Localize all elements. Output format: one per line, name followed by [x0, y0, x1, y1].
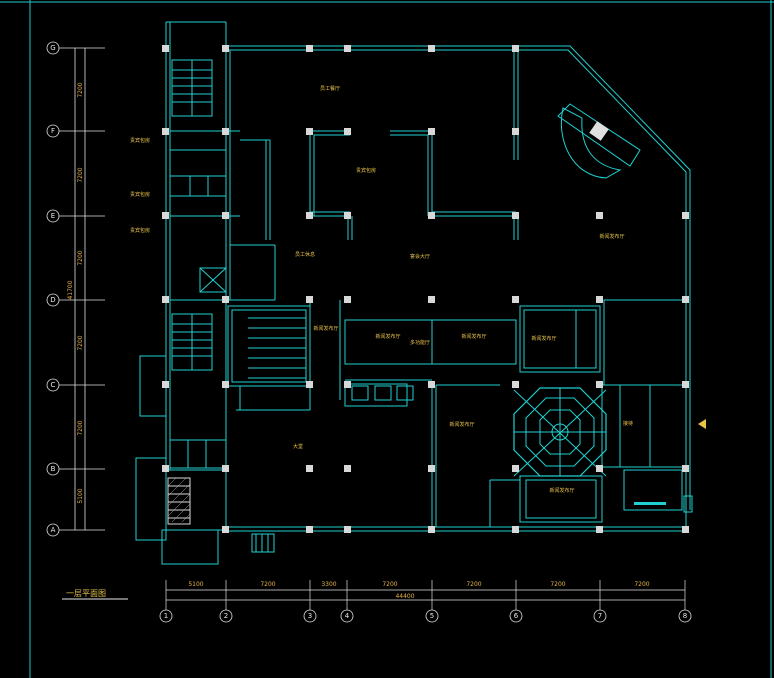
room-label: 宴会大厅 [410, 253, 430, 260]
row-dim-3: 7200 [77, 250, 84, 265]
room-label: 贵宾包房 [130, 227, 150, 234]
col-axis-label: 2 [224, 612, 228, 620]
room-label: 贵宾包房 [130, 191, 150, 198]
row-axis-label: A [51, 526, 56, 534]
row-dim-total: 41700 [67, 280, 74, 299]
room-label: 新闻发布厅 [449, 421, 474, 428]
row-axis-label: G [50, 44, 55, 52]
col-axis-label: 8 [683, 612, 687, 620]
hatch-pattern [167, 477, 191, 523]
row-axis-label: D [50, 296, 55, 304]
col-axis-label: 1 [164, 612, 168, 620]
room-label: 贵宾包房 [130, 137, 150, 144]
room-label: 新闻发布厅 [313, 325, 338, 332]
row-axis-G: G [46, 41, 105, 55]
room-labels: 员工餐厅 贵宾包房 贵宾包房 贵宾包房 贵宾包房 宴会大厅 员工休息 新闻发布厅… [130, 85, 633, 494]
drawing-title: 一层平面图 [66, 589, 106, 598]
row-dim-5: 7200 [77, 420, 84, 435]
row-axis-C: C [46, 378, 105, 392]
row-dim-6: 5100 [77, 488, 84, 503]
col-axis-label: 7 [598, 612, 602, 620]
col-dim-5: 7200 [466, 581, 481, 588]
room-label: 多功能厅 [410, 339, 430, 346]
row-axis-F: F [46, 124, 105, 138]
col-axis-8: 8 [678, 580, 692, 623]
room-label: 新闻发布厅 [375, 333, 400, 340]
col-dim-2: 7200 [260, 581, 275, 588]
room-label: 员工餐厅 [320, 85, 340, 92]
col-dim-1: 5100 [188, 581, 203, 588]
room-label: 新闻发布厅 [531, 335, 556, 342]
row-axis-A: A [46, 523, 105, 537]
row-axis-label: B [51, 465, 56, 473]
row-axis-B: B [46, 462, 105, 476]
col-axis-5: 5 [425, 580, 439, 623]
col-axis-7: 7 [593, 580, 607, 623]
col-axis-3: 3 [303, 580, 317, 623]
col-axis-label: 5 [430, 612, 434, 620]
structural-columns [162, 45, 689, 533]
room-label: 新闻发布厅 [549, 487, 574, 494]
row-axis-D: D [46, 293, 105, 307]
col-dim-4: 7200 [382, 581, 397, 588]
col-axis-label: 3 [308, 612, 312, 620]
row-dim-4: 7200 [77, 335, 84, 350]
room-label: 员工休息 [295, 251, 315, 258]
row-axis-E: E [46, 209, 105, 223]
room-label: 接待 [623, 420, 633, 427]
col-dim-7: 7200 [634, 581, 649, 588]
col-dimension-chain: 5100 7200 3300 7200 7200 7200 7200 44400 [166, 581, 685, 601]
col-dim-6: 7200 [550, 581, 565, 588]
col-axis-1: 1 [159, 580, 173, 623]
row-axis-label: F [51, 127, 55, 135]
row-dim-2: 7200 [77, 167, 84, 182]
row-dim-1: 7200 [77, 82, 84, 97]
row-axis-label: E [51, 212, 55, 220]
col-axis-label: 4 [345, 612, 350, 620]
building-walls [135, 21, 706, 565]
room-label: 贵宾包房 [356, 167, 376, 174]
col-axis-label: 6 [514, 612, 519, 620]
row-dimension-chain: 7200 7200 7200 7200 7200 5100 41700 [67, 48, 86, 530]
room-label: 新闻发布厅 [461, 333, 486, 340]
col-dim-total: 44400 [395, 593, 414, 600]
col-dim-3: 3300 [321, 581, 336, 588]
room-label: 大堂 [293, 443, 303, 450]
col-axis-6: 6 [509, 580, 523, 623]
col-axis-2: 2 [219, 580, 233, 623]
row-axis-label: C [51, 381, 56, 389]
col-axis-4: 4 [340, 580, 354, 623]
counter-bar [634, 502, 666, 505]
room-label: 新闻发布厅 [599, 233, 624, 240]
